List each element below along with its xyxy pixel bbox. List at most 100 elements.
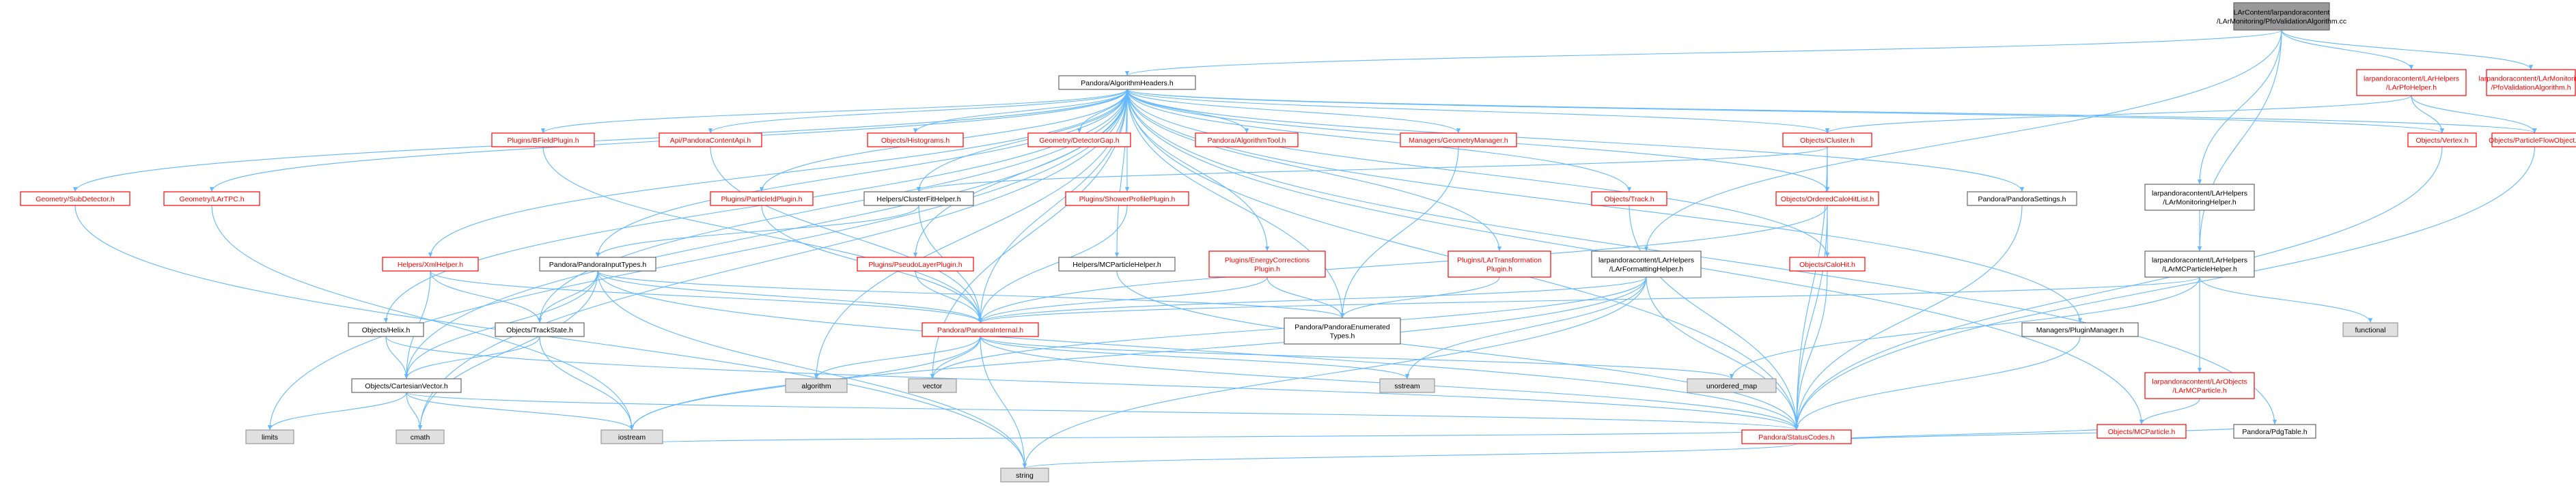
node-api-pandoracontentapi-h[interactable]: Api/PandoraContentApi.h <box>659 132 762 147</box>
node-plugins-bfieldplugin-h[interactable]: Plugins/BFieldPlugin.h <box>491 132 595 147</box>
edge-lph-to-clu <box>1825 95 2412 134</box>
node-pandora-pandorainputtypes-h[interactable]: Pandora/PandoraInputTypes.h <box>539 257 656 272</box>
edge-pah-to-xml <box>428 89 1128 258</box>
node-objects-vertex-h[interactable]: Objects/Vertex.h <box>2407 132 2477 147</box>
edge-pit-to-tst <box>537 270 598 324</box>
node-label: /LArMonitoringHelper.h <box>2163 199 2236 207</box>
node-box <box>1782 132 1872 147</box>
edge-pin-to-alg <box>814 336 981 379</box>
node-box <box>1065 191 1189 206</box>
node-box <box>600 429 663 444</box>
node-geometry-detectorgap-h[interactable]: Geometry/DetectorGap.h <box>1027 132 1131 147</box>
node-helpers-xmlhelper-h[interactable]: Helpers/XmlHelper.h <box>382 257 479 272</box>
edge-ecp-to-pet <box>1266 276 1345 319</box>
node-objects-cartesianvector-h[interactable]: Objects/CartesianVector.h <box>351 378 462 393</box>
node-box <box>1591 191 1667 206</box>
edge-pps-to-psc <box>1794 205 2023 431</box>
node-geometry-subdetector-h[interactable]: Geometry/SubDetector.h <box>20 191 130 206</box>
node-larpandoracontent-larobjects-larmcparticle-h[interactable]: larpandoracontent/LArObjects/LArMCPartic… <box>2144 372 2255 399</box>
node-helpers-clusterfithelper-h[interactable]: Helpers/ClusterFitHelper.h <box>863 191 974 206</box>
node-box <box>1789 257 1866 272</box>
node-label: Pandora/PandoraInternal.h <box>937 326 1023 334</box>
node-label: Objects/Histograms.h <box>881 137 950 145</box>
node-label: /PfoValidationAlgorithm.h <box>2491 84 2571 92</box>
edge-root-to-pva <box>2281 29 2533 70</box>
edge-pah-to-ltp <box>1126 89 1502 252</box>
node-plugins-pseudolayerplugin-h[interactable]: Plugins/PseudoLayerPlugin.h <box>857 257 974 272</box>
node-pandora-algorithmtool-h[interactable]: Pandora/AlgorithmTool.h <box>1195 132 1299 147</box>
node-label: Objects/CaloHit.h <box>1799 261 1855 269</box>
node-label: Objects/MCParticle.h <box>2108 428 2176 436</box>
edge-clu-to-psc <box>1794 146 1828 431</box>
node-label: Managers/PluginManager.h <box>2036 326 2124 334</box>
node-pandora-pdgtable-h[interactable]: Pandora/PdgTable.h <box>2233 424 2316 439</box>
node-box <box>863 191 974 206</box>
node-box <box>659 132 762 147</box>
node-pandora-statuscodes-h[interactable]: Pandora/StatusCodes.h <box>1741 429 1852 444</box>
edge-och-to-pin <box>978 205 1828 324</box>
node-larpandoracontent-larhelpers-larmonitoringhelper-h[interactable]: larpandoracontent/LArHelpers/LArMonitori… <box>2144 184 2255 211</box>
node-box <box>2407 132 2477 147</box>
edge-lmcp-to-umap <box>1729 276 2200 379</box>
node-objects-track-h[interactable]: Objects/Track.h <box>1591 191 1667 206</box>
edge-pah-to-cah <box>1126 89 1830 258</box>
node-box <box>867 132 964 147</box>
edge-lfh-to-sst <box>1404 276 1647 379</box>
node-larpandoracontent-larmonitoring-pfovalidationalgorithm-h[interactable]: larpandoracontent/LArMonitoring/PfoValid… <box>2479 69 2576 96</box>
node-helpers-mcparticlehelper-h[interactable]: Helpers/MCParticleHelper.h <box>1058 257 1176 272</box>
node-box <box>1448 250 1551 278</box>
edge-pah-to-pit <box>595 89 1128 258</box>
node-objects-calohit-h[interactable]: Objects/CaloHit.h <box>1789 257 1866 272</box>
edge-root-to-lmh <box>2197 29 2282 185</box>
edge-mcph-to-psc <box>1116 270 1799 431</box>
edge-cv-to-psc <box>406 392 1799 431</box>
node-plugins-showerprofileplugin-h[interactable]: Plugins/ShowerProfilePlugin.h <box>1065 191 1189 206</box>
edge-lmcp-to-fun <box>2199 276 2373 324</box>
node-larpandoracontent-larhelpers-larformattinghelper-h[interactable]: larpandoracontent/LArHelpers/LArFormatti… <box>1591 250 1702 278</box>
node-larpandoracontent-larhelpers-larpfohelper-h[interactable]: larpandoracontent/LArHelpers/LArPfoHelpe… <box>2356 69 2467 96</box>
node-sstream: sstream <box>1379 378 1435 393</box>
node-managers-geometrymanager-h[interactable]: Managers/GeometryManager.h <box>1400 132 1517 147</box>
node-geometry-lartpc-h[interactable]: Geometry/LArTPC.h <box>163 191 260 206</box>
node-objects-cluster-h[interactable]: Objects/Cluster.h <box>1782 132 1872 147</box>
node-objects-mcparticle-h[interactable]: Objects/MCParticle.h <box>2096 424 2187 439</box>
node-larcontent-larpandoracontent-larmonitoring-pfovalidationalgorithm-cc[interactable]: LArContent/larpandoracontent/LArMonitori… <box>2217 2 2346 31</box>
node-label: Plugins/PseudoLayerPlugin.h <box>868 261 962 269</box>
edge-pit-to-cma <box>417 270 598 431</box>
node-iostream: iostream <box>600 429 663 444</box>
node-pandora-algorithmheaders-h[interactable]: Pandora/AlgorithmHeaders.h <box>1058 75 1196 90</box>
node-label: string <box>1016 472 1034 480</box>
edge-lfh-to-psc <box>1646 276 1799 431</box>
edge-hlx-to-psc <box>385 336 1799 431</box>
node-objects-helix-h[interactable]: Objects/Helix.h <box>348 322 424 337</box>
node-label: Pandora/AlgorithmHeaders.h <box>1081 79 1174 87</box>
node-managers-pluginmanager-h[interactable]: Managers/PluginManager.h <box>2021 322 2139 337</box>
edge-xml-to-pin <box>430 270 982 324</box>
edge-root-to-lfh <box>1644 29 2282 252</box>
node-label: Helpers/MCParticleHelper.h <box>1072 261 1161 269</box>
node-objects-histograms-h[interactable]: Objects/Histograms.h <box>867 132 964 147</box>
node-plugins-particleidplugin-h[interactable]: Plugins/ParticleIdPlugin.h <box>710 191 814 206</box>
edge-pah-to-lim <box>267 89 1128 431</box>
node-pandora-pandorasettings-h[interactable]: Pandora/PandoraSettings.h <box>1967 191 2077 206</box>
node-label: Plugins/ParticleIdPlugin.h <box>721 195 802 203</box>
edge-pah-to-pfo <box>1126 89 2537 134</box>
node-box <box>491 132 595 147</box>
node-objects-orderedcalohitlist-h[interactable]: Objects/OrderedCaloHitList.h <box>1775 191 1879 206</box>
node-pandora-pandorainternal-h[interactable]: Pandora/PandoraInternal.h <box>922 322 1039 337</box>
edge-ltp-to-pet <box>1340 276 1500 319</box>
node-objects-trackstate-h[interactable]: Objects/TrackState.h <box>495 322 585 337</box>
node-objects-particleflowobject-h[interactable]: Objects/ParticleFlowObject.h <box>2489 132 2576 147</box>
node-label: limits <box>262 433 278 442</box>
node-label: Objects/Cluster.h <box>1800 137 1855 145</box>
node-box <box>245 429 294 444</box>
edge-xml-to-tst <box>430 270 542 324</box>
node-box <box>20 191 130 206</box>
node-label: Types.h <box>1330 332 1355 341</box>
node-larpandoracontent-larhelpers-larmcparticlehelper-h[interactable]: larpandoracontent/LArHelpers/LArMCPartic… <box>2144 250 2255 278</box>
node-label: Objects/ParticleFlowObject.h <box>2489 137 2576 145</box>
node-label: larpandoracontent/LArHelpers <box>2152 190 2247 198</box>
